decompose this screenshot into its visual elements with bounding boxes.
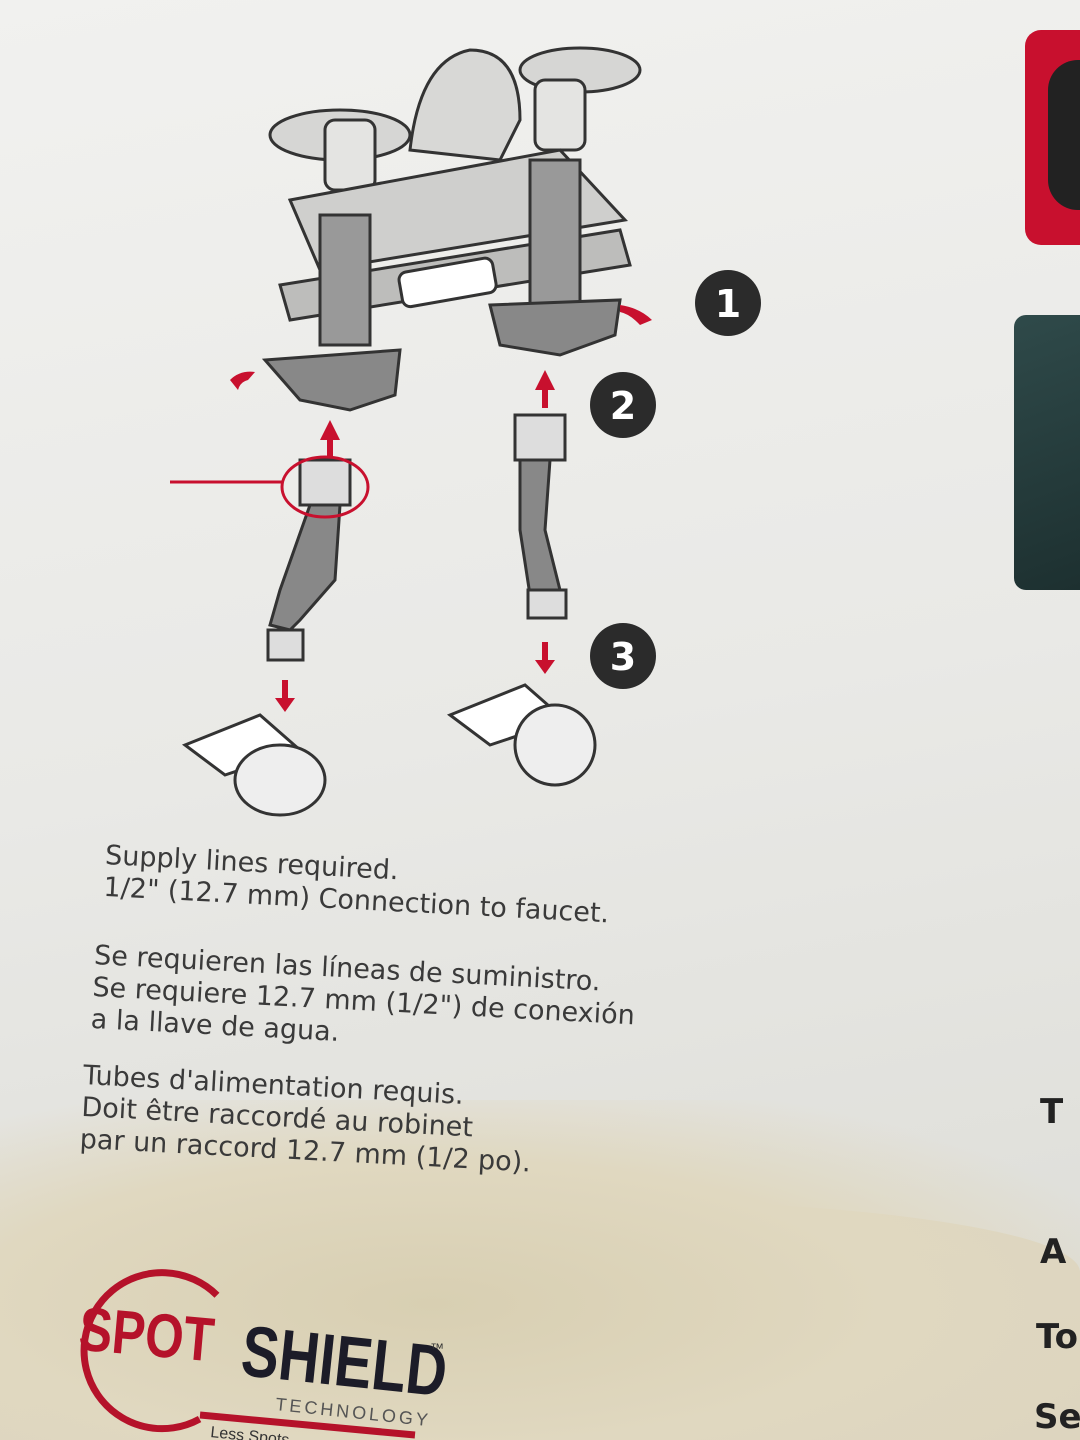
logo-tm: ™ [430, 1340, 444, 1356]
edge-text: Se [1034, 1397, 1080, 1437]
edge-text: T [1040, 1092, 1064, 1132]
red-panel-graphic [1048, 60, 1080, 210]
edge-text: To [1036, 1317, 1079, 1357]
logo-tagline: Less Spots [210, 1424, 290, 1440]
step-1-label: 1 [715, 282, 741, 326]
step-3-label: 3 [610, 635, 636, 679]
water-stain-shade [0, 1100, 1080, 1440]
logo-spot: SPOT [76, 1294, 217, 1375]
edge-text: A [1040, 1232, 1067, 1272]
logo-shield: SHIELD [238, 1311, 451, 1412]
dark-photo-panel [1014, 315, 1080, 590]
faucet-installation-diagram: 1 2 3 [170, 46, 761, 817]
step-badges [590, 270, 761, 689]
step-2-label: 2 [610, 384, 636, 428]
spotshield-logo: SPOT SHIELD ™ TECHNOLOGY Less Spots [76, 1269, 451, 1440]
callout-circle [170, 455, 370, 519]
red-arrows [230, 305, 652, 712]
faucet-illustration [181, 46, 642, 817]
